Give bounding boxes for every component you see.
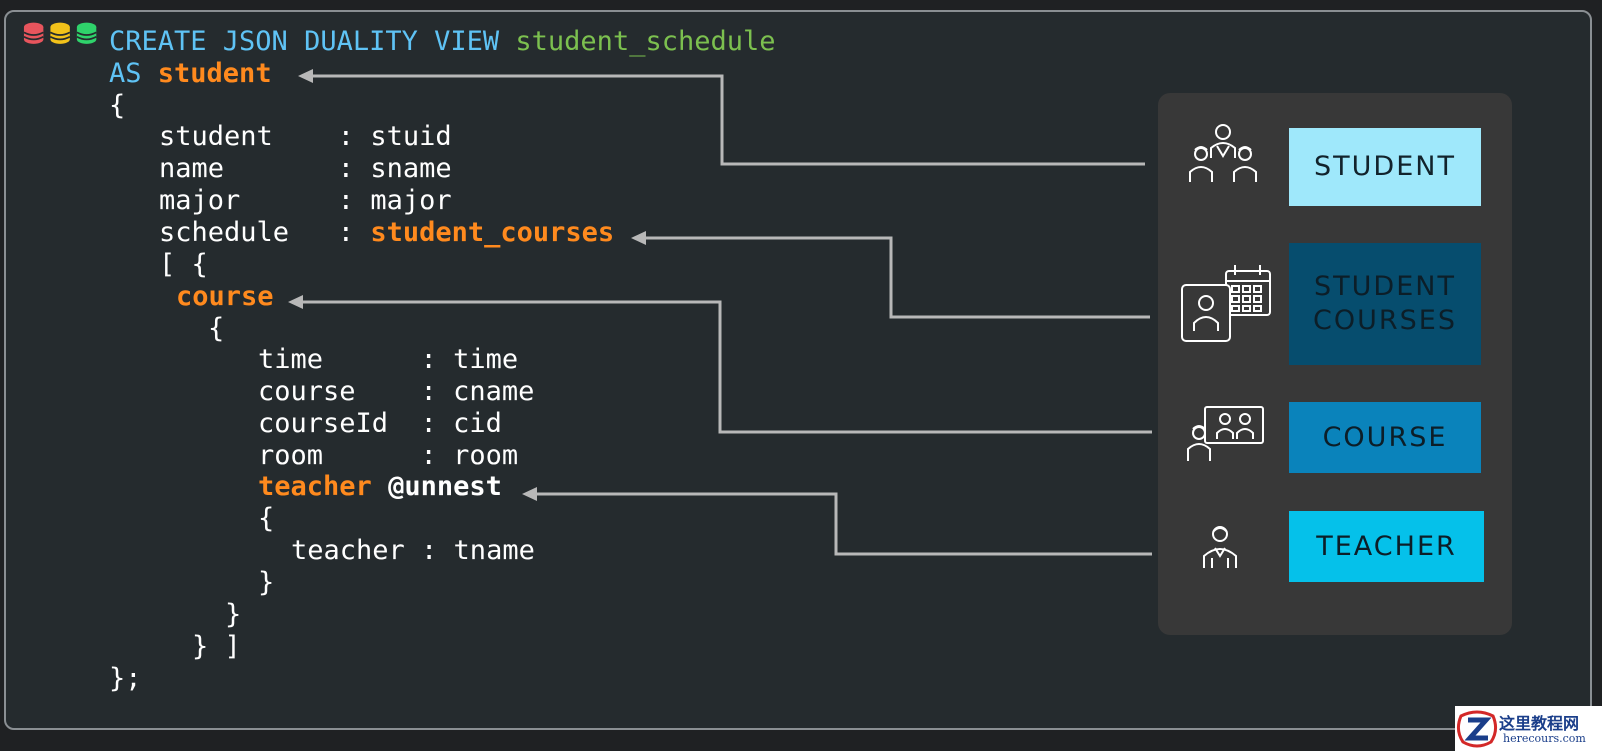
as-keyword: AS	[109, 58, 142, 89]
teacher-table-name: teacher	[258, 471, 372, 502]
close-teacher-brace: }	[258, 567, 275, 598]
field-time: time : time	[258, 344, 519, 375]
entity-student: STUDENT	[1289, 128, 1481, 206]
student-courses-table-name: student_courses	[370, 217, 615, 248]
create-keyword: CREATE JSON DUALITY VIEW	[109, 26, 500, 57]
field-room: room : room	[258, 440, 519, 471]
green-database-icon	[76, 22, 97, 44]
code-line-create: CREATE JSON DUALITY VIEW student_schedul…	[109, 26, 776, 58]
yellow-database-icon	[49, 22, 71, 44]
watermark-url: herecours.com	[1503, 732, 1586, 745]
field-schedule: schedule : student_courses	[159, 217, 614, 249]
database-icon	[23, 22, 97, 44]
view-name: student_schedule	[515, 26, 776, 57]
teacher-icon	[1203, 526, 1237, 568]
field-major: major : major	[159, 185, 452, 216]
red-database-icon	[23, 22, 44, 44]
open-array: [ {	[159, 249, 208, 280]
field-teacher: teacher : tname	[291, 535, 535, 566]
field-student: student : stuid	[159, 121, 452, 152]
open-brace: {	[109, 90, 126, 121]
watermark-z-icon	[1456, 710, 1498, 748]
open-teacher-brace: {	[258, 503, 275, 534]
arrow-teacher	[522, 487, 1152, 556]
entity-student-courses: STUDENT COURSES	[1289, 243, 1481, 365]
open-course-brace: {	[208, 313, 225, 344]
arrow-student-courses	[631, 231, 1150, 319]
classroom-presentation-icon	[1187, 406, 1264, 461]
field-courseid: courseId : cid	[258, 408, 502, 439]
watermark-logo: 这里教程网 herecours.com	[1455, 706, 1602, 751]
field-course: course : cname	[258, 376, 535, 407]
group-of-people-icon	[1189, 124, 1257, 182]
code-line-as: AS student	[109, 58, 272, 90]
teacher-line: teacher @unnest	[258, 471, 502, 503]
field-schedule-key: schedule :	[159, 217, 355, 248]
arrow-student	[298, 69, 1145, 166]
close-course-brace: }	[225, 599, 242, 630]
close-root: };	[109, 663, 142, 694]
student-calendar-icon	[1181, 265, 1271, 342]
entity-teacher: TEACHER	[1289, 511, 1484, 582]
watermark-title: 这里教程网	[1499, 714, 1580, 733]
unnest-annotation: @unnest	[388, 471, 502, 502]
root-table-name: student	[157, 58, 272, 89]
field-name: name : sname	[159, 153, 452, 184]
close-array: } ]	[192, 631, 241, 662]
course-table-name: course	[176, 281, 274, 312]
arrow-course	[288, 295, 1152, 434]
entity-course: COURSE	[1289, 402, 1481, 473]
